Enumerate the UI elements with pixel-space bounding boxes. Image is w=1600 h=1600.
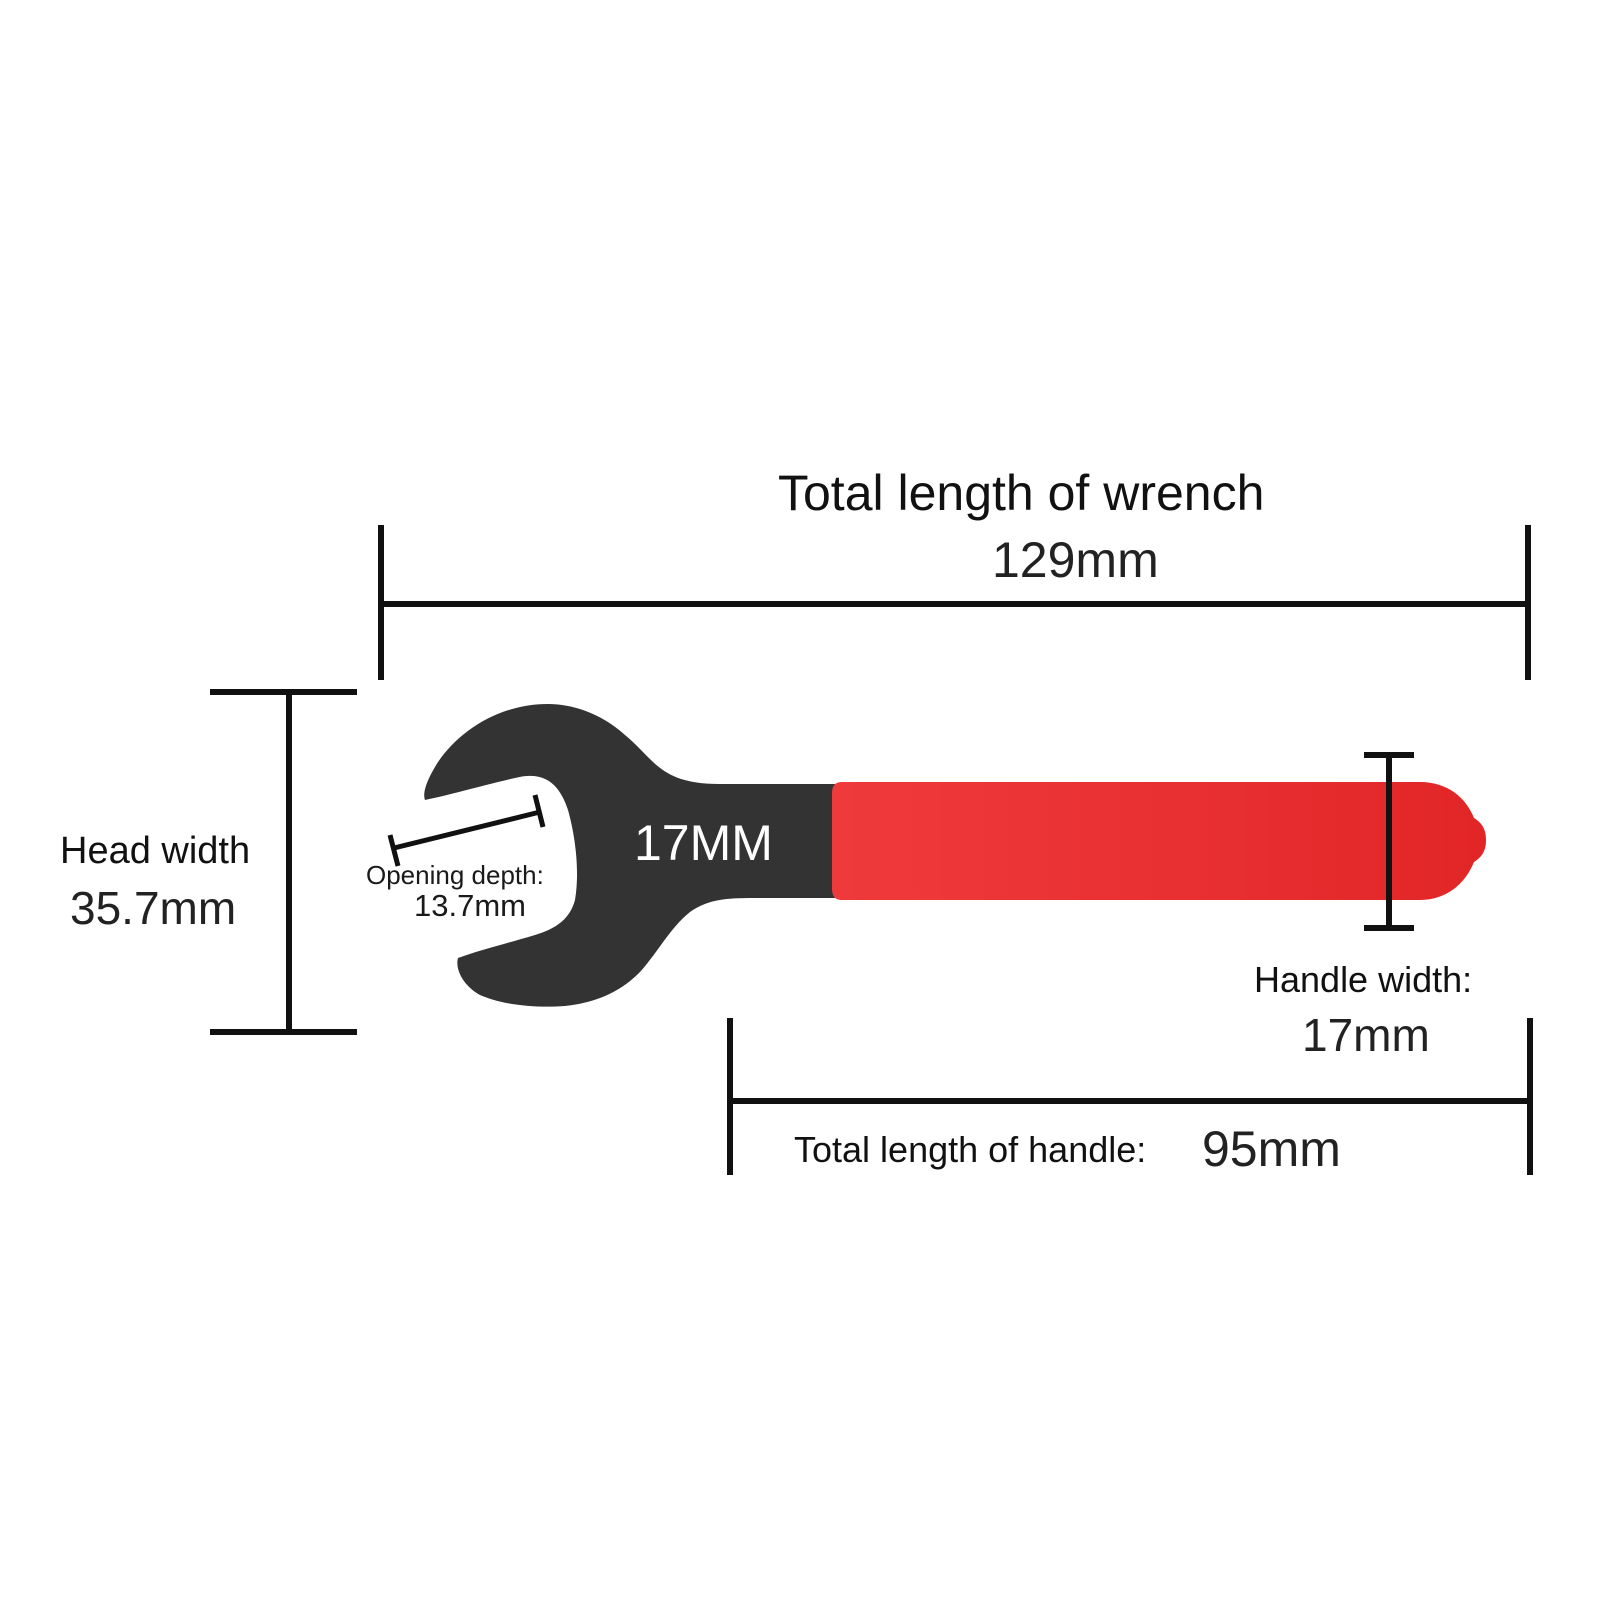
opening-depth-value: 13.7mm	[414, 888, 526, 923]
head-width-value: 35.7mm	[70, 882, 237, 934]
wrench-head	[424, 704, 835, 1007]
handle-width-label: Handle width:	[1254, 959, 1473, 1000]
total-length-value: 129mm	[992, 532, 1159, 588]
total-length-dimension	[378, 525, 1531, 680]
handle-width-dimension	[1364, 752, 1414, 931]
opening-depth-label: Opening depth:	[366, 860, 544, 890]
handle-length-label: Total length of handle:	[794, 1129, 1147, 1170]
wrench-size-marking: 17MM	[634, 815, 773, 871]
opening-depth-dimension	[387, 794, 546, 867]
handle-width-value: 17mm	[1302, 1009, 1430, 1061]
handle-length-value: 95mm	[1202, 1121, 1341, 1177]
head-width-label: Head width	[60, 830, 251, 872]
wrench-handle	[832, 782, 1486, 900]
head-width-dimension	[210, 689, 357, 1035]
total-length-label: Total length of wrench	[778, 465, 1265, 521]
handle-length-dimension	[727, 1018, 1533, 1175]
